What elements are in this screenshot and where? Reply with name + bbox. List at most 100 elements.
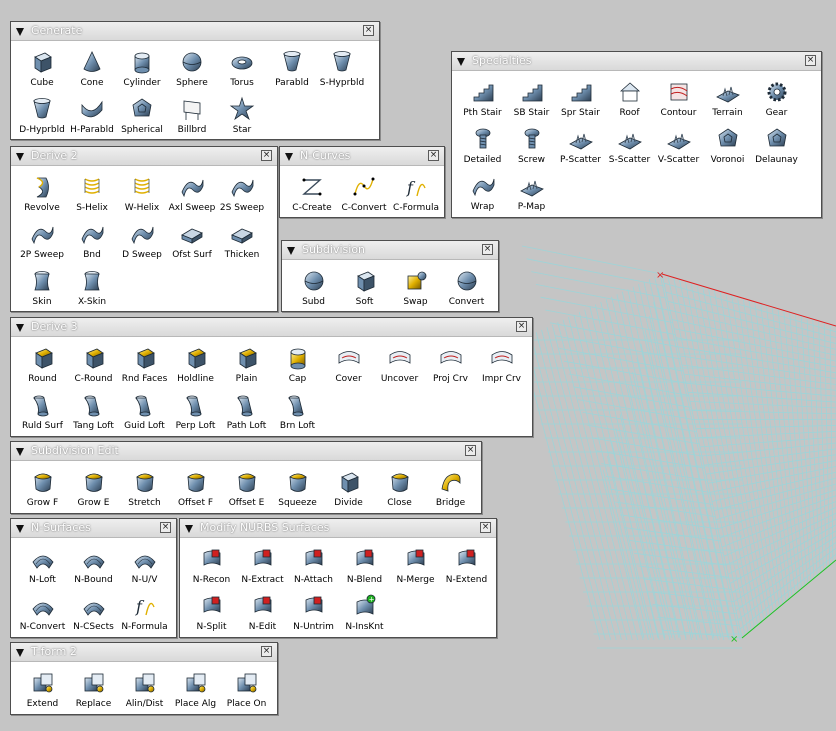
close-icon[interactable]: × — [805, 55, 816, 66]
collapse-triangle-icon[interactable] — [16, 28, 24, 36]
close-icon[interactable]: × — [480, 522, 491, 533]
tool-button-n-untrim[interactable]: N-Untrim — [288, 591, 339, 638]
tool-button-sphere[interactable]: Sphere — [167, 47, 217, 94]
collapse-triangle-icon[interactable] — [16, 649, 24, 657]
collapse-triangle-icon[interactable] — [16, 324, 24, 332]
tool-button-c-round[interactable]: C-Round — [68, 343, 119, 390]
tool-button-offset-f[interactable]: Offset F — [170, 467, 221, 514]
palette-titlebar[interactable]: N-Surfaces× — [11, 519, 176, 538]
tool-button-cube[interactable]: Cube — [17, 47, 67, 94]
tool-button-n-extract[interactable]: N-Extract — [237, 544, 288, 591]
tool-button-brn-loft[interactable]: Brn Loft — [272, 390, 323, 437]
tool-button-swap[interactable]: Swap — [390, 266, 441, 313]
tool-button-s-scatter[interactable]: S-Scatter — [605, 124, 654, 171]
tool-button-ofst-surf[interactable]: Ofst Surf — [167, 219, 217, 266]
collapse-triangle-icon[interactable] — [285, 153, 293, 161]
close-icon[interactable]: × — [261, 150, 272, 161]
tool-button-cap[interactable]: Cap — [272, 343, 323, 390]
tool-button-holdline[interactable]: Holdline — [170, 343, 221, 390]
tool-button-n-bound[interactable]: N-Bound — [68, 544, 119, 591]
tool-button-d-sweep[interactable]: D Sweep — [117, 219, 167, 266]
tool-button-stretch[interactable]: Stretch — [119, 467, 170, 514]
tool-button-n-u-v[interactable]: N-U/V — [119, 544, 170, 591]
tool-button-close[interactable]: Close — [374, 467, 425, 514]
tool-button-roof[interactable]: Roof — [605, 77, 654, 124]
palette-titlebar[interactable]: Subdivision Edit× — [11, 442, 481, 461]
tool-button-revolve[interactable]: Revolve — [17, 172, 67, 219]
tool-button-grow-f[interactable]: Grow F — [17, 467, 68, 514]
tool-button-w-helix[interactable]: W-Helix — [117, 172, 167, 219]
tool-button-axl-sweep[interactable]: Axl Sweep — [167, 172, 217, 219]
tool-button-terrain[interactable]: Terrain — [703, 77, 752, 124]
tool-button-n-convert[interactable]: N-Convert — [17, 591, 68, 638]
tool-button-p-map[interactable]: P-Map — [507, 171, 556, 218]
close-icon[interactable]: × — [516, 321, 527, 332]
tool-button-thicken[interactable]: Thicken — [217, 219, 267, 266]
tool-button-convert[interactable]: Convert — [441, 266, 492, 313]
palette-titlebar[interactable]: Specialties× — [452, 52, 821, 71]
tool-button-n-split[interactable]: N-Split — [186, 591, 237, 638]
tool-button-n-edit[interactable]: N-Edit — [237, 591, 288, 638]
collapse-triangle-icon[interactable] — [16, 153, 24, 161]
tool-button-ruld-surf[interactable]: Ruld Surf — [17, 390, 68, 437]
tool-button-rnd-faces[interactable]: Rnd Faces — [119, 343, 170, 390]
tool-button-c-create[interactable]: C-Create — [286, 172, 338, 219]
tool-button-n-blend[interactable]: N-Blend — [339, 544, 390, 591]
tool-button-wrap[interactable]: Wrap — [458, 171, 507, 218]
tool-button-billbrd[interactable]: Billbrd — [167, 94, 217, 141]
close-icon[interactable]: × — [482, 244, 493, 255]
tool-button-v-scatter[interactable]: V-Scatter — [654, 124, 703, 171]
tool-button-x-skin[interactable]: X-Skin — [67, 266, 117, 313]
tool-button-offset-e[interactable]: Offset E — [221, 467, 272, 514]
tool-button-n-extend[interactable]: N-Extend — [441, 544, 492, 591]
tool-button-place-on[interactable]: Place On — [221, 668, 272, 715]
tool-button-detailed[interactable]: Detailed — [458, 124, 507, 171]
tool-button-extend[interactable]: Extend — [17, 668, 68, 715]
tool-button-p-scatter[interactable]: P-Scatter — [556, 124, 605, 171]
tool-button-sb-stair[interactable]: SB Stair — [507, 77, 556, 124]
palette-titlebar[interactable]: N-Curves× — [280, 147, 444, 166]
tool-button-torus[interactable]: Torus — [217, 47, 267, 94]
tool-button-cone[interactable]: Cone — [67, 47, 117, 94]
tool-button-perp-loft[interactable]: Perp Loft — [170, 390, 221, 437]
collapse-triangle-icon[interactable] — [287, 247, 295, 255]
collapse-triangle-icon[interactable] — [457, 58, 465, 66]
tool-button-gear[interactable]: Gear — [752, 77, 801, 124]
tool-button-n-csects[interactable]: N-CSects — [68, 591, 119, 638]
tool-button-path-loft[interactable]: Path Loft — [221, 390, 272, 437]
palette-titlebar[interactable]: Modify NURBS Surfaces× — [180, 519, 496, 538]
tool-button-n-attach[interactable]: N-Attach — [288, 544, 339, 591]
palette-titlebar[interactable]: Subdivision× — [282, 241, 498, 260]
tool-button-s-helix[interactable]: S-Helix — [67, 172, 117, 219]
close-icon[interactable]: × — [428, 150, 439, 161]
tool-button-parabld[interactable]: Parabld — [267, 47, 317, 94]
tool-button-2p-sweep[interactable]: 2P Sweep — [17, 219, 67, 266]
tool-button-round[interactable]: Round — [17, 343, 68, 390]
tool-button-alin-dist[interactable]: Alin/Dist — [119, 668, 170, 715]
collapse-triangle-icon[interactable] — [16, 525, 24, 533]
tool-button-cover[interactable]: Cover — [323, 343, 374, 390]
tool-button-h-parabld[interactable]: H-Parabld — [67, 94, 117, 141]
tool-button-tang-loft[interactable]: Tang Loft — [68, 390, 119, 437]
close-icon[interactable]: × — [363, 25, 374, 36]
palette-titlebar[interactable]: T-form 2× — [11, 643, 277, 662]
tool-button-plain[interactable]: Plain — [221, 343, 272, 390]
tool-button-soft[interactable]: Soft — [339, 266, 390, 313]
tool-button-d-hyprbld[interactable]: D-Hyprbld — [17, 94, 67, 141]
palette-titlebar[interactable]: Derive 3× — [11, 318, 532, 337]
tool-button-s-hyprbld[interactable]: S-Hyprbld — [317, 47, 367, 94]
tool-button-squeeze[interactable]: Squeeze — [272, 467, 323, 514]
collapse-triangle-icon[interactable] — [16, 448, 24, 456]
tool-button-uncover[interactable]: Uncover — [374, 343, 425, 390]
close-icon[interactable]: × — [465, 445, 476, 456]
tool-button-n-insknt[interactable]: +N-InsKnt — [339, 591, 390, 638]
tool-button-delaunay[interactable]: Delaunay — [752, 124, 801, 171]
tool-button-skin[interactable]: Skin — [17, 266, 67, 313]
collapse-triangle-icon[interactable] — [185, 525, 193, 533]
tool-button-proj-crv[interactable]: Proj Crv — [425, 343, 476, 390]
tool-button-spherical[interactable]: Spherical — [117, 94, 167, 141]
palette-titlebar[interactable]: Derive 2× — [11, 147, 277, 166]
tool-button-n-recon[interactable]: N-Recon — [186, 544, 237, 591]
